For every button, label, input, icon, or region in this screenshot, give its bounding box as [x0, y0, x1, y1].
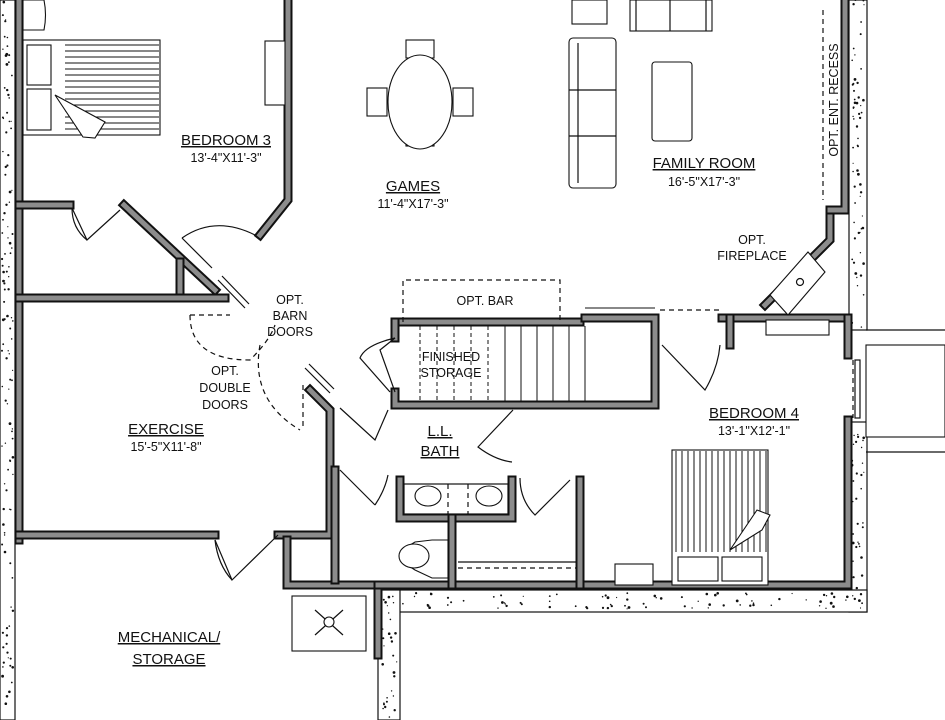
- bed-bedroom4: [671, 449, 771, 586]
- room-name-mechanical-line2: STORAGE: [132, 651, 205, 668]
- room-dims-bedroom4: 13'-1"X12'-1": [718, 424, 790, 438]
- room-dims-exercise: 15'-5"X11'-8": [130, 440, 201, 454]
- note-barn-line1: OPT.: [276, 293, 304, 307]
- games-table: [366, 39, 474, 150]
- note-double-line3: DOORS: [202, 398, 248, 412]
- note-double-line1: OPT.: [211, 364, 239, 378]
- note-fireplace-line2: FIREPLACE: [717, 249, 786, 263]
- furniture: [22, 0, 945, 652]
- room-name-mechanical-line1: MECHANICAL/: [118, 629, 221, 646]
- room-name-family: FAMILY ROOM: [653, 155, 756, 172]
- note-double-line2: DOUBLE: [199, 381, 250, 395]
- doors: [71, 207, 861, 582]
- room-name-bath-line2: BATH: [421, 443, 460, 460]
- room-name-exercise: EXERCISE: [128, 421, 204, 438]
- room-dims-bedroom3: 13'-4"X11'-3": [190, 151, 261, 165]
- walls: [14, 0, 853, 660]
- plan-notes: OPT. ENT. RECESS OPT. FIREPLACE OPT. BAR…: [199, 43, 841, 412]
- room-dims-games: 11'-4"X17'-3": [377, 197, 448, 211]
- note-bar: OPT. BAR: [457, 294, 514, 308]
- room-name-bedroom3: BEDROOM 3: [181, 132, 271, 149]
- note-barn-line2: BARN: [273, 309, 308, 323]
- note-barn-line3: DOORS: [267, 325, 313, 339]
- note-storage-line2: STORAGE: [421, 366, 482, 380]
- room-name-bedroom4: BEDROOM 4: [709, 405, 799, 422]
- room-name-games: GAMES: [386, 178, 440, 195]
- room-name-bath-line1: L.L.: [427, 423, 452, 440]
- note-fireplace-line1: OPT.: [738, 233, 766, 247]
- bed-bedroom3: [22, 39, 161, 139]
- note-storage-line1: FINISHED: [422, 350, 480, 364]
- note-ent-recess: OPT. ENT. RECESS: [827, 43, 841, 156]
- room-dims-family: 16'-5"X17'-3": [668, 175, 740, 189]
- room-labels: BEDROOM 3 13'-4"X11'-3" GAMES 11'-4"X17'…: [118, 132, 799, 668]
